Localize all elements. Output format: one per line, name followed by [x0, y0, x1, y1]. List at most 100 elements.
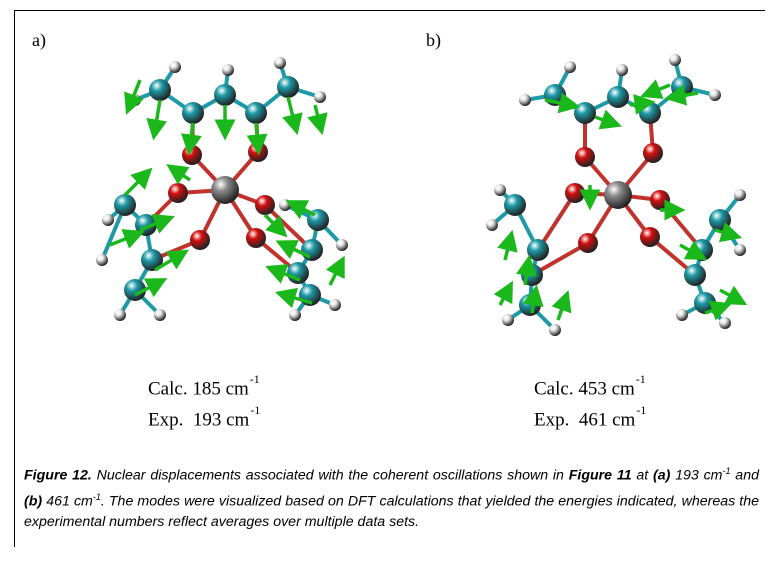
atom	[574, 102, 596, 124]
caption-exponent-2: -1	[92, 491, 101, 502]
displacement-arrow	[664, 84, 699, 106]
caption-text-2: at	[631, 467, 653, 484]
displacement-arrow	[544, 92, 581, 114]
atom	[639, 102, 661, 124]
atom	[211, 176, 239, 204]
displacement-arrow	[124, 79, 144, 115]
atom	[255, 195, 275, 215]
panel-label-b: b)	[426, 30, 441, 50]
exp-energy-a-exponent: -1	[250, 403, 261, 417]
atom	[190, 230, 210, 250]
exp-energy-a-text: Exp. 193 cm	[148, 409, 250, 431]
caption-text-3: 193 cm	[670, 467, 723, 484]
exp-energy-b-text: Exp. 461 cm	[534, 409, 636, 431]
displacement-arrow	[516, 254, 537, 286]
caption-figure-reference: Figure 11	[568, 467, 632, 484]
caption-mode-b: (b)	[24, 493, 43, 510]
atom	[676, 309, 688, 321]
caption-mode-a: (a)	[653, 467, 671, 484]
atom	[519, 294, 541, 316]
atom	[719, 317, 731, 329]
atom	[124, 279, 146, 301]
displacement-arrow	[166, 164, 191, 185]
displacement-arrow	[493, 280, 513, 306]
atom	[709, 209, 731, 231]
atom	[222, 64, 234, 76]
atom	[245, 102, 267, 124]
atom	[274, 57, 286, 69]
atom	[141, 249, 163, 271]
atom	[486, 219, 498, 231]
atom	[504, 194, 526, 216]
atom	[684, 264, 706, 286]
displacement-arrow	[679, 240, 708, 261]
atom	[640, 227, 660, 247]
displacement-arrow	[134, 278, 168, 298]
caption-text-5: 461 cm	[42, 493, 93, 510]
atom	[650, 190, 670, 210]
atom	[564, 61, 576, 73]
atom	[604, 181, 632, 209]
calc-energy-b: Calc. 453 cm-1	[534, 372, 646, 400]
exp-energy-a: Exp. 193 cm-1	[148, 403, 261, 431]
atom	[502, 314, 514, 326]
caption-exponent-1: -1	[722, 466, 731, 476]
displacement-arrow	[282, 96, 303, 136]
atom	[182, 102, 204, 124]
displacement-arrow	[497, 229, 518, 261]
displacement-arrow	[146, 99, 168, 141]
atom	[169, 61, 181, 73]
displacement-arrow	[139, 214, 175, 234]
atom	[734, 189, 746, 201]
displacement-arrow	[325, 255, 345, 286]
displacement-arrow	[551, 290, 572, 321]
atom	[494, 184, 506, 196]
displacement-arrow	[704, 300, 732, 321]
caption-text-1: Nuclear displacements associated with th…	[91, 467, 569, 484]
calc-energy-a-exponent: -1	[249, 372, 260, 386]
atom	[709, 89, 721, 101]
atom	[96, 254, 108, 266]
atom	[607, 86, 629, 108]
figure-caption: Figure 12. Nuclear displacements associa…	[24, 461, 759, 533]
displacement-arrow	[109, 229, 145, 249]
displacement-arrow	[594, 109, 622, 130]
figure-frame	[14, 10, 765, 547]
displacement-arrow	[274, 287, 313, 309]
atom	[575, 147, 595, 167]
displacement-arrow	[275, 240, 311, 260]
displacement-arrow	[640, 79, 671, 99]
atom	[549, 324, 561, 336]
atom	[301, 239, 323, 261]
bond	[536, 191, 577, 252]
caption-text-6: . The modes were visualized based on DFT…	[24, 493, 759, 531]
atom	[114, 194, 136, 216]
calc-energy-b-text: Calc. 453 cm	[534, 378, 635, 400]
exp-energy-b: Exp. 461 cm-1	[534, 403, 647, 431]
atom	[616, 64, 628, 76]
atom	[527, 239, 549, 261]
atom	[336, 239, 348, 251]
calc-energy-a: Calc. 185 cm-1	[148, 372, 260, 400]
caption-text-4: and	[730, 467, 759, 484]
displacement-arrow	[719, 285, 748, 306]
panel-label-a: a)	[32, 30, 46, 50]
displacement-arrow	[154, 249, 190, 272]
molecule-render-a	[96, 57, 348, 321]
atom	[277, 76, 299, 98]
atom	[314, 91, 326, 103]
displacement-arrow	[522, 284, 544, 314]
displacement-arrow	[265, 264, 301, 284]
atom	[691, 239, 713, 261]
atom	[289, 309, 301, 321]
atom	[102, 214, 114, 226]
displacement-arrow	[123, 167, 153, 197]
atom	[182, 145, 202, 165]
atom	[114, 309, 126, 321]
calc-energy-a-text: Calc. 185 cm	[148, 378, 249, 400]
caption-figure-label: Figure 12.	[24, 467, 92, 484]
displacement-arrow	[714, 221, 743, 243]
atom	[246, 228, 266, 248]
atom	[329, 299, 341, 311]
exp-energy-b-exponent: -1	[636, 403, 647, 417]
